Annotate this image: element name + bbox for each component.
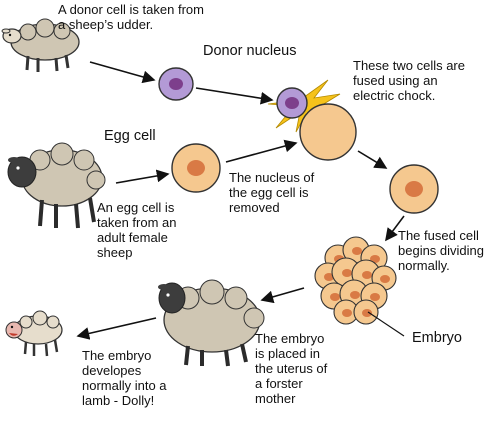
foster-mother-sheep-icon [158,279,265,367]
label-embryo: Embryo [412,330,462,346]
egg-donor-sheep-icon [7,142,106,229]
arrow-sheep-to-egg [115,169,170,184]
embryo-cell-nucleus [342,269,352,277]
embryo-cell-nucleus [330,293,340,301]
embryo-cell-nucleus [324,273,334,281]
embryo-cell-nucleus [370,293,380,301]
arrow-donor-cell-to-fusion [195,87,274,105]
embryo-icon [314,236,397,325]
label-lamb: The embryo developes normally into a lam… [82,348,167,408]
label-embryo-placed: The embryo is placed in the uterus of a … [255,331,328,406]
donor-sheep-icon [1,18,80,72]
label-nucleus-removed: The nucleus of the egg cell is removed [229,170,315,215]
donor-nucleus-cell-icon [276,87,308,119]
arrow-egg-to-fusion [225,139,298,163]
embryo-cell-nucleus [362,271,372,279]
label-egg-taken: An egg cell is taken from an adult femal… [97,200,177,260]
embryo-pointer-line [367,311,405,337]
label-donor-nucleus: Donor nucleus [203,43,297,59]
embryo-cell-nucleus [342,309,352,317]
embryo-cell-nucleus [380,275,390,283]
arrow-mother-to-lamb [76,317,157,340]
flow-arrows [76,61,405,340]
label-donor-cell: A donor cell is taken from a sheep’s udd… [58,2,204,32]
fused-cell-icon [389,164,439,214]
embryo-cell-nucleus [352,247,362,255]
label-fused-divides: The fused cell begins dividing normally. [398,228,485,273]
lamb-dolly-icon [5,310,63,357]
egg-cell-icon [171,143,221,193]
label-fused: These two cells are fused using an elect… [353,58,465,103]
arrow-donor-to-cell [89,61,156,84]
arrow-fused-to-embryo [385,215,405,242]
embryo-cell-nucleus [362,309,372,317]
enucleated-egg-icon [299,103,357,161]
donor-cell-icon [158,67,194,101]
label-egg-cell: Egg cell [104,128,156,144]
arrow-embryo-to-mother [260,287,305,304]
embryo-cell-nucleus [350,291,360,299]
arrow-fusion-to-fused [357,150,388,169]
